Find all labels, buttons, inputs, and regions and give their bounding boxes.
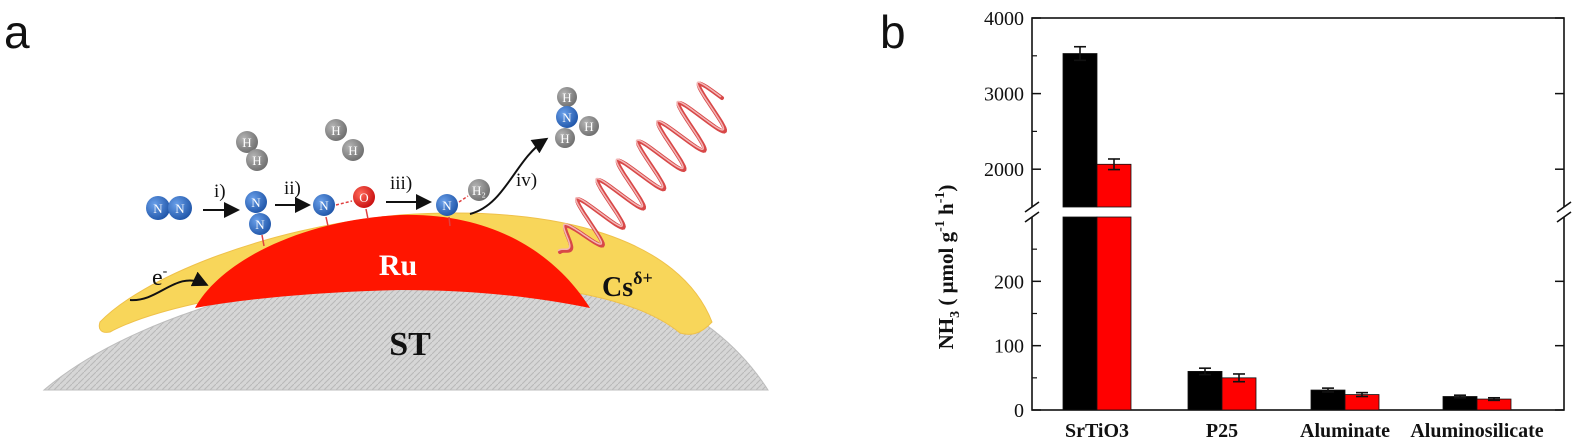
nitrogen-atom <box>249 213 271 235</box>
nitrogen-symbol: N <box>175 201 185 216</box>
y-axis-label-sup2: -1 <box>933 192 948 204</box>
hydrogen-atom <box>557 87 577 107</box>
y-tick-label: 100 <box>994 336 1024 358</box>
n2-molecule: N N <box>146 196 192 220</box>
hydrogen-symbol: H <box>560 131 569 146</box>
y-tick-label: 2000 <box>984 159 1024 181</box>
axis-break-gap <box>1026 207 1570 217</box>
light-wave <box>558 81 728 254</box>
hydrogen-symbol: H <box>242 135 251 150</box>
y-axis-label: NH3 ( μmol g-1 h-1) <box>933 185 963 350</box>
axis-break-mark <box>1024 211 1040 223</box>
hydrogen-symbol: H <box>584 119 593 134</box>
y-axis-label-unit: ( μmol g <box>934 231 958 310</box>
nitrogen-atom <box>168 196 192 220</box>
y-axis-label-end: ) <box>934 185 958 192</box>
support-label: ST <box>389 326 431 363</box>
step-iv-arrow <box>469 137 549 215</box>
step-iii-label: iii) <box>390 173 412 194</box>
bar <box>1062 216 1098 411</box>
panel-b-letter: b <box>880 6 906 58</box>
cs-label-main: Cs <box>602 272 633 303</box>
bar <box>1310 389 1346 411</box>
electron-arrow <box>129 271 209 302</box>
step-i-label: i) <box>214 181 226 202</box>
bar <box>1221 377 1257 411</box>
h2-molecule: H H <box>236 131 268 171</box>
bond-line <box>448 216 451 227</box>
hydrogen-atom <box>468 179 490 201</box>
adsorbed-n-h2: N H₂ <box>436 179 490 227</box>
y-axis-label-sup1: -1 <box>933 220 948 232</box>
nitrogen-atom <box>245 191 267 213</box>
nitrogen-symbol: N <box>255 217 265 232</box>
y-tick-label: 3000 <box>984 84 1024 106</box>
hydrogen-symbol: H <box>252 153 261 168</box>
step-iv-label: iv) <box>516 170 537 191</box>
nitrogen-atom <box>436 194 458 216</box>
nitrogen-symbol: N <box>562 110 572 125</box>
hydrogen-symbol: H <box>348 143 357 158</box>
panel-a: a ST Ru Csδ+ e- N N i) <box>4 6 769 391</box>
bond-line <box>335 200 353 206</box>
hydrogen-atom <box>325 119 347 141</box>
axis-break-mark <box>1556 211 1572 223</box>
x-category-label: P25 <box>1206 420 1238 442</box>
y-axis-label-mid: h <box>934 203 958 220</box>
electron-label: e- <box>152 264 168 291</box>
x-category-label: Aluminosilicate <box>1410 420 1543 442</box>
y-tick-label: 200 <box>994 271 1024 293</box>
hydrogen-symbol: H₂ <box>472 183 486 198</box>
adsorbed-n-and-o: N O <box>313 186 375 227</box>
nh3-molecule: H N H H <box>555 87 599 148</box>
y-axis-label-sub: 3 <box>948 311 963 318</box>
hydrogen-symbol: H <box>331 123 340 138</box>
step-ii-label: ii) <box>284 178 301 199</box>
light-wave-highlight <box>557 81 725 252</box>
nitrogen-symbol: N <box>153 201 163 216</box>
oxygen-symbol: O <box>359 190 368 205</box>
hydrogen-atom <box>236 131 258 153</box>
panel-b: b NH3 ( μmol g-1 h-1) 010020020003000400… <box>880 6 1572 442</box>
nitrogen-atom <box>146 196 170 220</box>
ru-particle <box>195 214 590 308</box>
cs-label: Csδ+ <box>602 268 653 303</box>
bar <box>1096 216 1132 411</box>
nitrogen-symbol: N <box>251 195 261 210</box>
nitrogen-symbol: N <box>319 198 329 213</box>
electron-label-main: e <box>152 265 163 291</box>
bar <box>1062 53 1098 208</box>
y-tick-label: 4000 <box>984 8 1024 30</box>
axis-break-mark <box>1556 201 1572 213</box>
nitrogen-atom <box>313 194 335 216</box>
hydrogen-atom <box>342 139 364 161</box>
bond-line <box>365 208 369 220</box>
x-category-label: Aluminate <box>1300 420 1390 442</box>
panel-a-letter: a <box>4 6 30 58</box>
hydrogen-symbol: H <box>562 90 571 105</box>
h2-molecule: H H <box>325 119 364 161</box>
y-axis-label-main: NH <box>934 318 958 350</box>
bond-line <box>458 195 469 203</box>
electron-label-sup: - <box>163 264 168 279</box>
y-tick-label: 0 <box>1014 400 1024 422</box>
bond-line <box>325 216 329 227</box>
nitrogen-atom <box>556 106 578 128</box>
axis-break-mark <box>1024 201 1040 213</box>
bar <box>1187 370 1223 411</box>
nitrogen-symbol: N <box>442 198 452 213</box>
x-category-label: SrTiO3 <box>1065 420 1129 442</box>
cs-label-sup: δ+ <box>633 268 653 288</box>
bar <box>1096 163 1132 208</box>
ru-label: Ru <box>379 249 417 282</box>
oxygen-atom <box>353 186 375 208</box>
hydrogen-atom <box>579 116 599 136</box>
hydrogen-atom <box>555 128 575 148</box>
adsorbed-n2: N N <box>245 191 271 247</box>
hydrogen-atom <box>246 149 268 171</box>
bond-line <box>261 234 265 247</box>
